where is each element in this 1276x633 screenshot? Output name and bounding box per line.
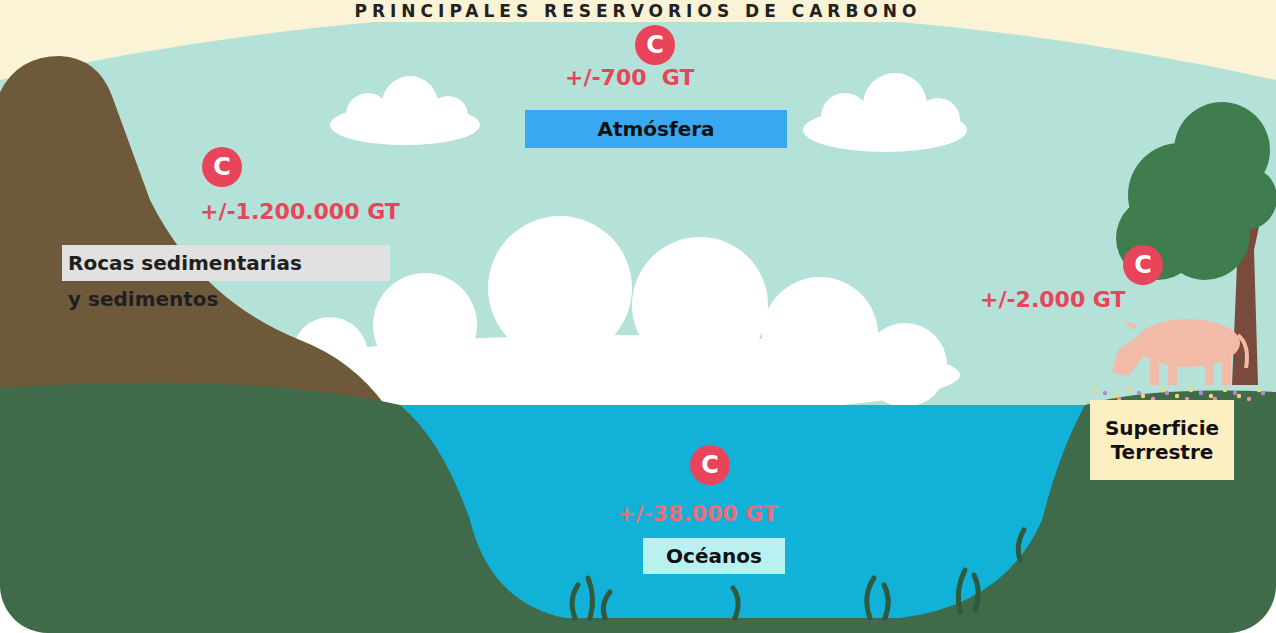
sky bbox=[0, 10, 1276, 633]
carbon-badge: C bbox=[1123, 245, 1163, 285]
art-shape bbox=[733, 588, 738, 618]
art-shape bbox=[1112, 335, 1145, 376]
amount-label: +/-700 GT bbox=[565, 66, 695, 90]
art-shape bbox=[1116, 102, 1276, 280]
art-shape bbox=[1150, 355, 1159, 385]
art-shape bbox=[632, 237, 768, 373]
flower-dot bbox=[1175, 394, 1179, 398]
carbon-badge: C bbox=[202, 147, 242, 187]
reservoir-name: Superficie Terrestre bbox=[1098, 416, 1226, 464]
flower-dot bbox=[1141, 394, 1145, 398]
carbon-badge: C bbox=[690, 445, 730, 485]
reservoir-label: Superficie Terrestre bbox=[1090, 400, 1234, 480]
flower-dot bbox=[1237, 394, 1241, 398]
flower-dot bbox=[1257, 388, 1261, 392]
art-shape bbox=[588, 578, 593, 618]
title-bar: PRINCIPALES RESERVORIOS DE CARBONO bbox=[0, 0, 1276, 22]
seaweed bbox=[572, 530, 1024, 618]
carbon-symbol: C bbox=[701, 453, 719, 477]
art-shape bbox=[821, 93, 869, 141]
ground bbox=[0, 383, 1276, 633]
art-shape bbox=[867, 578, 874, 618]
art-shape bbox=[1018, 530, 1024, 560]
cloud-left bbox=[330, 76, 480, 145]
carbon-symbol: C bbox=[646, 33, 664, 57]
art-shape bbox=[863, 323, 947, 407]
flower-dot bbox=[1161, 388, 1165, 392]
reservoir-label: Océanos bbox=[643, 538, 785, 574]
amount-label: +/-2.000 GT bbox=[980, 288, 1126, 312]
flower-dot bbox=[1199, 391, 1203, 395]
flower-dot bbox=[1093, 388, 1097, 392]
art-shape bbox=[884, 585, 888, 618]
art-shape bbox=[974, 575, 978, 610]
carbon-badge: C bbox=[635, 25, 675, 65]
cow bbox=[1112, 319, 1247, 385]
mountain bbox=[0, 56, 385, 405]
amount-label: +/-1.200.000 GT bbox=[200, 200, 400, 224]
art-shape bbox=[1124, 320, 1138, 330]
flower-dot bbox=[1103, 391, 1107, 395]
flower-dot bbox=[1113, 394, 1117, 398]
art-shape bbox=[958, 570, 965, 612]
art-shape bbox=[603, 592, 610, 618]
cloud-right bbox=[803, 73, 967, 152]
carbon-symbol: C bbox=[213, 155, 231, 179]
flower-dot bbox=[1127, 388, 1131, 392]
art-shape bbox=[428, 96, 468, 136]
flower-dot bbox=[1209, 394, 1213, 398]
art-shape bbox=[572, 585, 578, 618]
flower-dot bbox=[1223, 388, 1227, 392]
art-shape bbox=[1213, 166, 1276, 230]
art-shape bbox=[916, 98, 960, 142]
reservoir-name: Atmósfera bbox=[597, 117, 714, 141]
art-shape bbox=[1238, 335, 1247, 368]
amount-label: +/-38.000 GT bbox=[617, 502, 778, 526]
flower-dot bbox=[1247, 397, 1251, 401]
flower-dot bbox=[1261, 391, 1265, 395]
flower-dot bbox=[1189, 388, 1193, 392]
reservoir-label: Rocas sedimentarias y sedimentos bbox=[62, 245, 312, 317]
flower-dot bbox=[1137, 391, 1141, 395]
carbon-symbol: C bbox=[1134, 253, 1152, 277]
art-shape bbox=[1222, 352, 1231, 385]
art-shape bbox=[1205, 358, 1214, 385]
reservoir-name: Océanos bbox=[666, 544, 762, 568]
ocean bbox=[400, 405, 1085, 618]
reservoir-name: Rocas sedimentarias y sedimentos bbox=[68, 251, 309, 311]
art-shape bbox=[373, 273, 477, 377]
flower-dot bbox=[1233, 391, 1237, 395]
art-shape bbox=[762, 277, 878, 393]
art-shape bbox=[488, 216, 632, 360]
reservoir-label: Atmósfera bbox=[525, 110, 787, 148]
art-shape bbox=[1168, 358, 1177, 385]
title-text: PRINCIPALES RESERVORIOS DE CARBONO bbox=[346, 0, 929, 22]
flower-dot bbox=[1165, 391, 1169, 395]
